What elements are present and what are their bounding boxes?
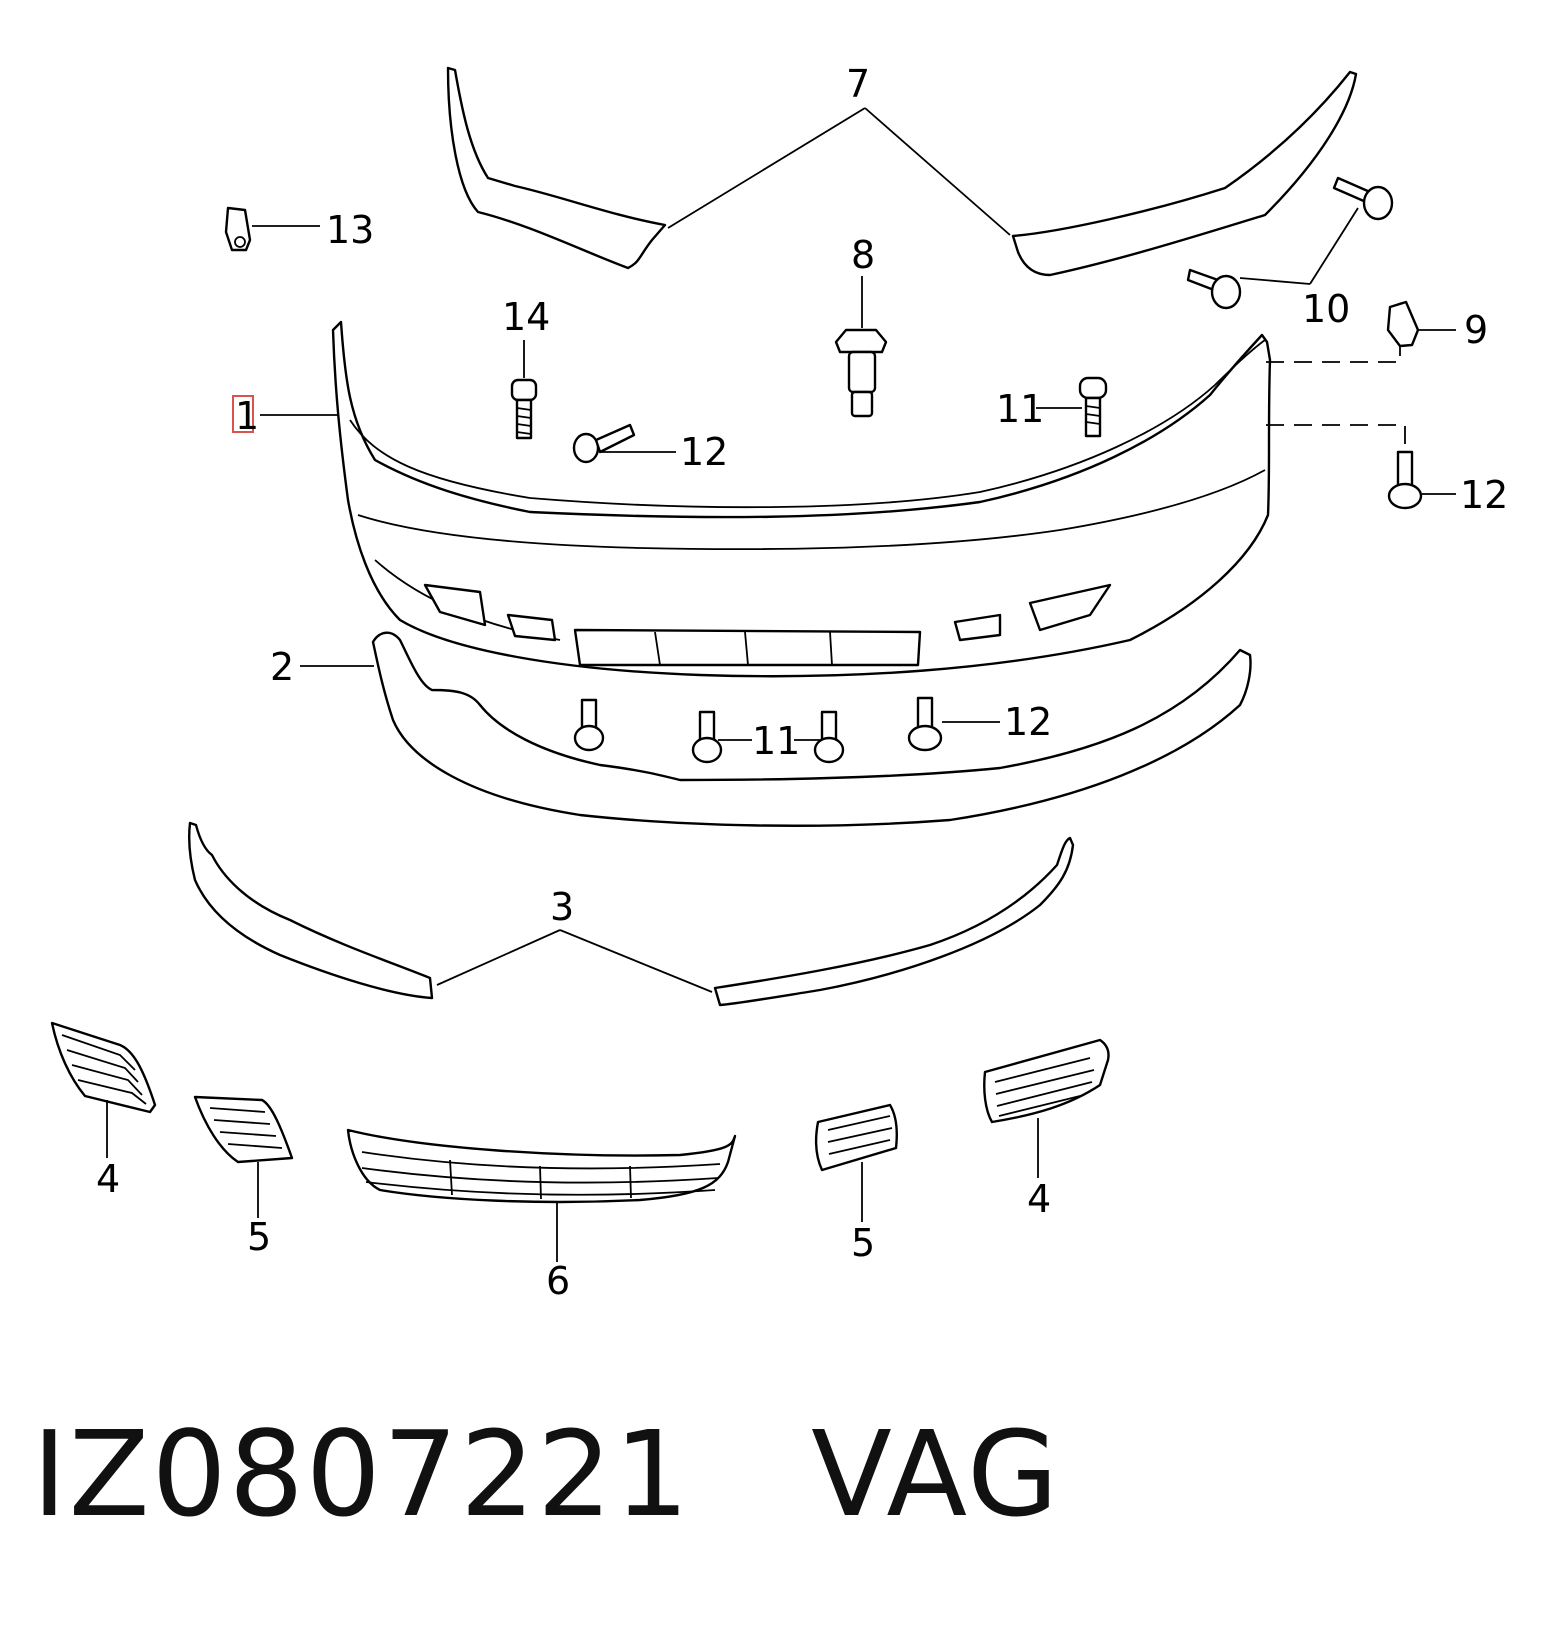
callout-13: 13	[326, 208, 374, 252]
callout-8: 8	[851, 233, 875, 277]
leader-12b-dashed	[1266, 424, 1406, 450]
part-2-spoiler	[371, 631, 1252, 827]
part-4-grille-left	[50, 1021, 157, 1114]
part-6-center-grille	[346, 1128, 737, 1204]
part-9-clip	[1386, 300, 1420, 348]
callout-5-left: 5	[247, 1215, 271, 1259]
callout-4-left: 4	[96, 1157, 120, 1201]
callout-12-c: 12	[1004, 700, 1052, 744]
part-5-grille-left	[193, 1095, 294, 1164]
leader-10	[1239, 207, 1359, 285]
callout-12-b: 12	[1460, 473, 1508, 517]
callout-2: 2	[270, 645, 294, 689]
callout-14: 14	[502, 295, 550, 339]
part-1-bumper-cover	[331, 320, 1272, 678]
part-8-plug	[834, 328, 888, 418]
part-5-grille-right	[814, 1103, 898, 1172]
part-10-screws	[1186, 176, 1394, 310]
leader-9-dashed	[1266, 346, 1401, 363]
part-12-screw-a	[572, 423, 636, 464]
callout-6: 6	[546, 1259, 570, 1303]
part-13-clip	[224, 206, 252, 252]
part-4-grille-right	[983, 1038, 1110, 1124]
part-number: IZ0807221	[32, 1405, 692, 1543]
callout-11-a: 11	[996, 387, 1044, 431]
part-12-screw-c	[907, 696, 943, 752]
part-12-screw-b	[1387, 450, 1423, 510]
part-3-lower-strips	[188, 821, 1075, 1007]
callout-5-right: 5	[851, 1221, 875, 1265]
leader-3	[436, 929, 713, 993]
callout-12-a: 12	[680, 430, 728, 474]
callout-3: 3	[550, 885, 574, 929]
callout-1: 1	[235, 394, 259, 438]
callout-1-highlight	[232, 395, 254, 433]
callout-11-b: 11	[752, 719, 800, 763]
callout-7: 7	[846, 62, 870, 106]
leader-7	[667, 107, 1011, 236]
brand-name: VAG	[811, 1405, 1061, 1543]
callout-9: 9	[1464, 308, 1488, 352]
part-11-screw-a	[1078, 376, 1108, 438]
part-14-screw	[510, 378, 538, 440]
part-number-caption: IZ0807221 VAG	[32, 1405, 1060, 1543]
callout-10: 10	[1302, 287, 1350, 331]
part-11-screws-b	[573, 698, 845, 764]
callout-4-right: 4	[1027, 1177, 1051, 1221]
part-7-trim-strip	[446, 66, 1358, 277]
